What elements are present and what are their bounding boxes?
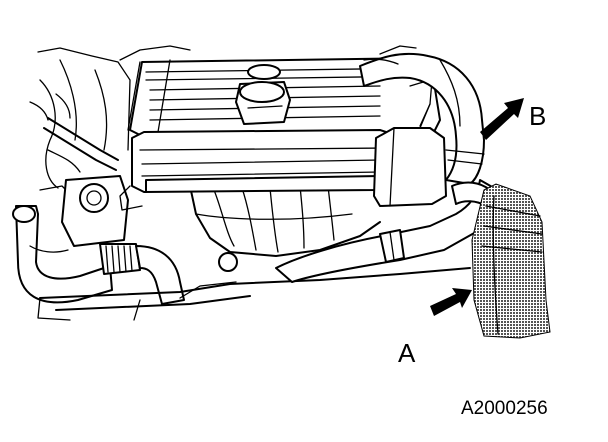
left-engine-components xyxy=(29,45,191,211)
lower-radiator-hose xyxy=(275,179,496,283)
reservoir xyxy=(61,175,129,247)
callout-label-b: B xyxy=(529,101,547,131)
left-coolant-hose xyxy=(12,205,113,304)
figure-id: A2000256 xyxy=(461,398,548,419)
arrow-b xyxy=(480,98,524,140)
oil-filler-cap xyxy=(235,64,291,125)
arrow-a xyxy=(430,288,472,316)
radiator xyxy=(471,183,551,339)
engine-block xyxy=(37,185,471,321)
intake-plenum xyxy=(119,129,395,211)
callout-label-a: A xyxy=(398,338,416,368)
corrugated-hose xyxy=(99,243,185,305)
control-module xyxy=(373,79,447,207)
